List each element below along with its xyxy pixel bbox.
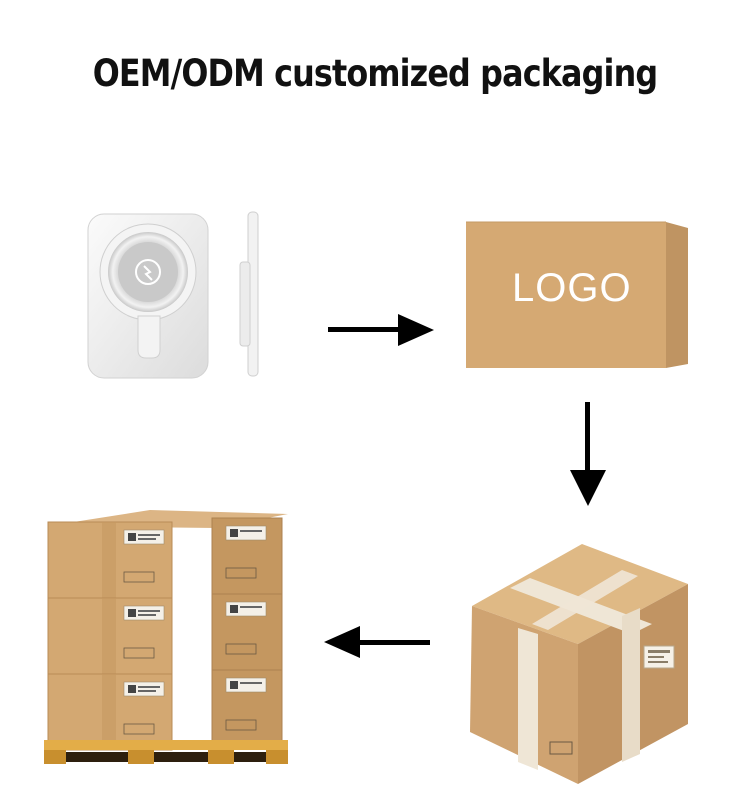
power-bank-icon (87, 211, 259, 379)
page-title: OEM/ODM customized packaging (92, 52, 658, 95)
box-logo-label: LOGO (512, 266, 632, 310)
arrow-left-icon (324, 626, 430, 658)
logo-box-icon (466, 221, 688, 368)
arrow-down-icon (570, 402, 606, 506)
palletized-cartons-icon (44, 510, 288, 764)
arrow-right-icon (328, 314, 434, 346)
taped-shipping-box-icon (470, 544, 688, 784)
